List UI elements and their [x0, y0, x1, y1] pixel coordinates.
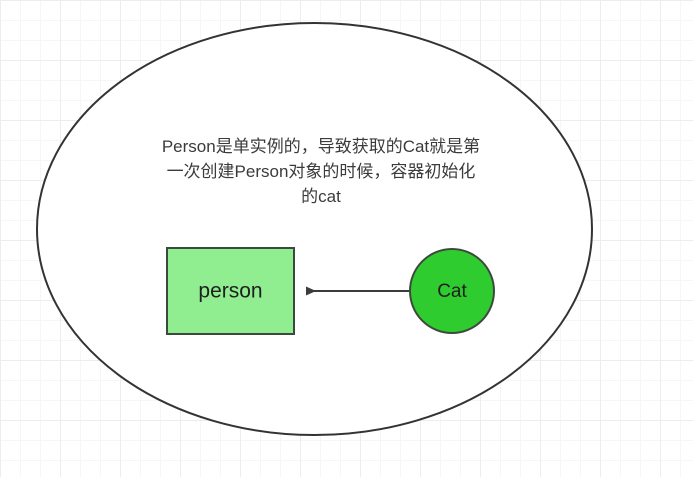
container-ellipse[interactable]	[36, 22, 593, 436]
person-node-label: person	[198, 280, 262, 303]
note-line-2: 一次创建Person对象的时候，容器初始化	[167, 162, 476, 181]
note-line-3: 的cat	[301, 187, 341, 206]
cat-node[interactable]	[409, 248, 495, 334]
person-node[interactable]	[166, 247, 295, 335]
note-line-1: Person是单实例的，导致获取的Cat就是第	[162, 137, 480, 156]
cat-node-label: Cat	[437, 281, 467, 302]
